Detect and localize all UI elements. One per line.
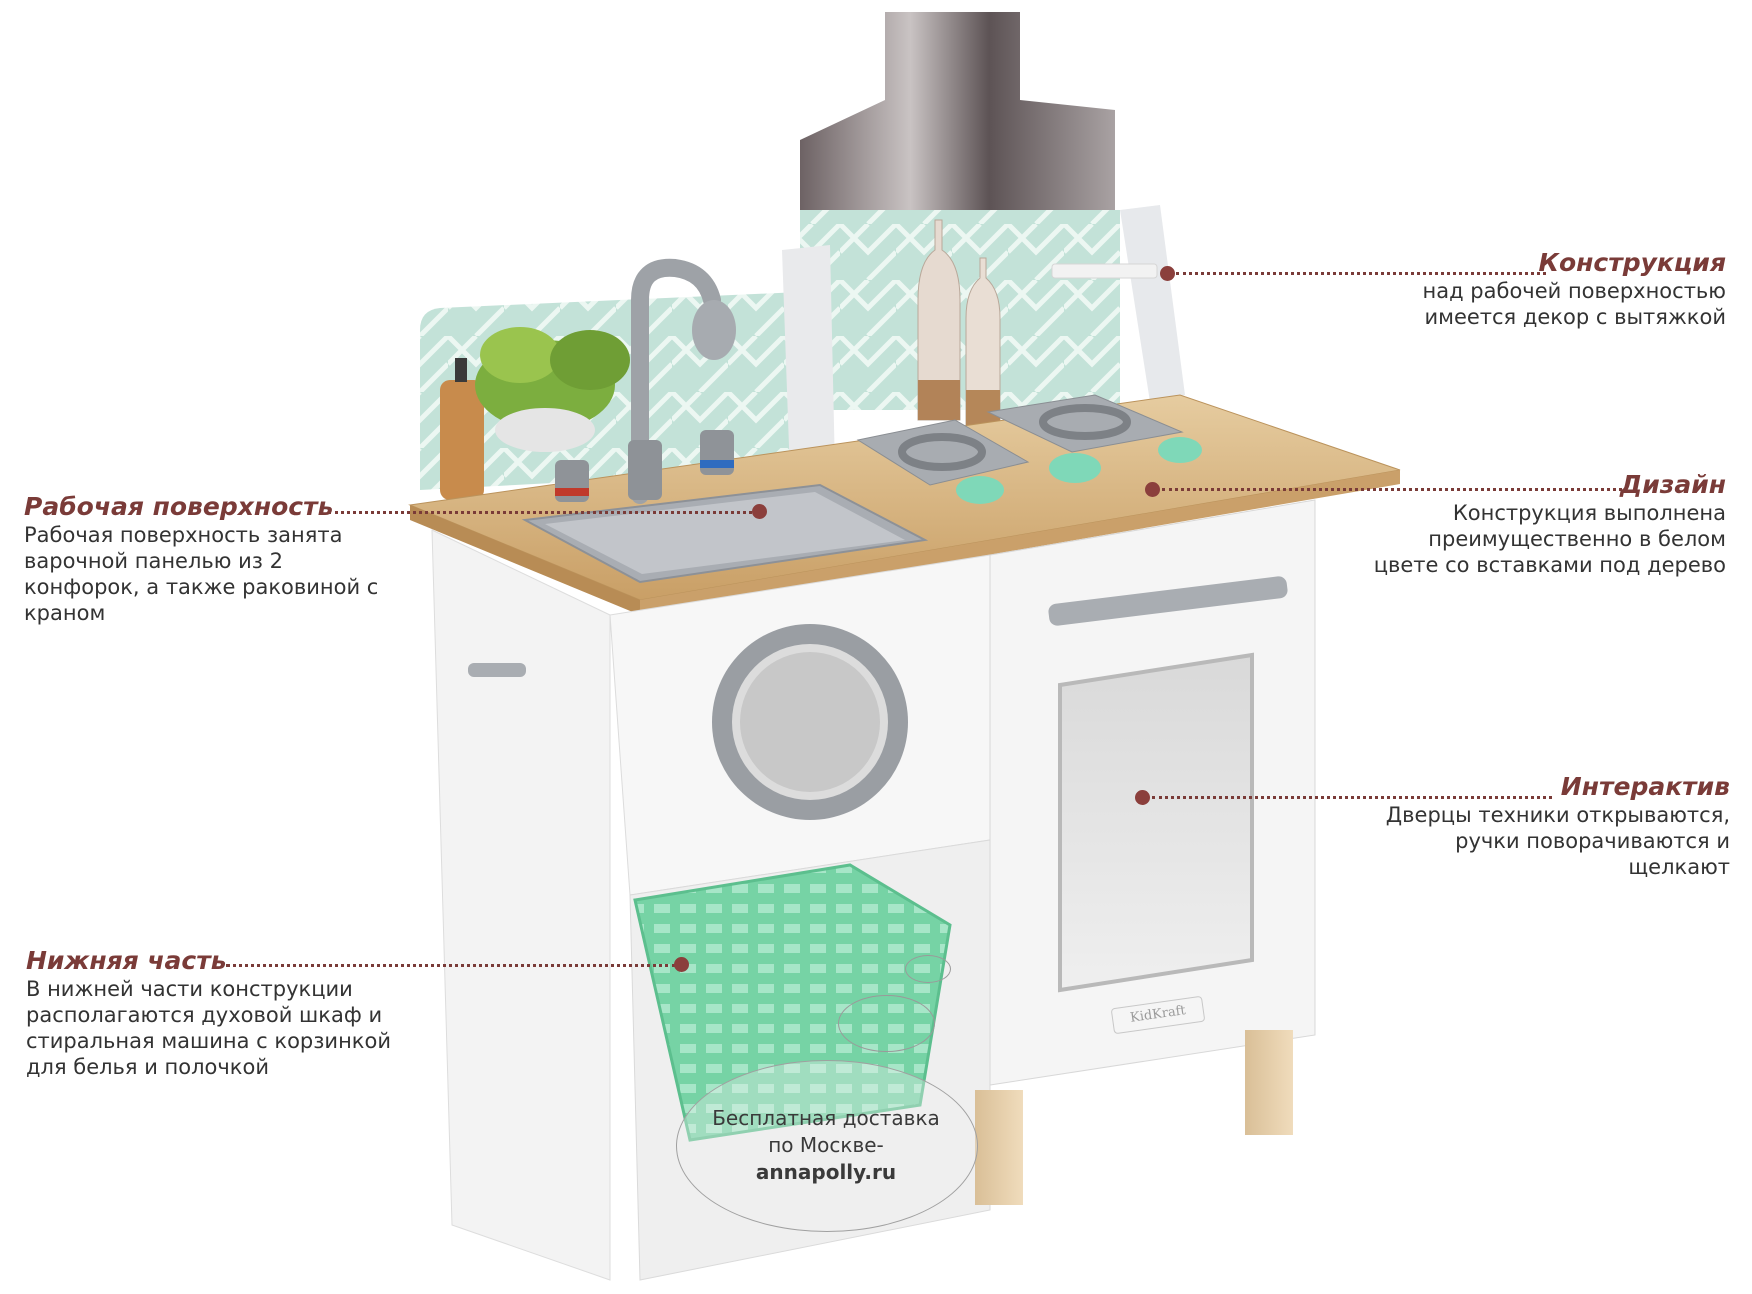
worktop-marker bbox=[752, 504, 767, 519]
knob-1 bbox=[956, 476, 1004, 504]
construction-marker bbox=[1160, 266, 1175, 281]
construction-leader bbox=[1176, 272, 1546, 275]
range-hood bbox=[800, 12, 1115, 210]
interactive-leader bbox=[1152, 796, 1552, 799]
interactive-callout: Интерактив Дверцы техники открываются, р… bbox=[1300, 772, 1730, 880]
lower-marker bbox=[674, 957, 689, 972]
knob-3 bbox=[1158, 437, 1202, 463]
lower-callout: Нижняя часть В нижней части конструкции … bbox=[26, 946, 446, 1080]
design-title: Дизайн bbox=[1620, 470, 1726, 499]
countertop-edge bbox=[410, 505, 640, 615]
design-callout: Дизайн Конструкция выполнена преимуществ… bbox=[1300, 470, 1726, 578]
leg-right bbox=[1245, 1030, 1293, 1135]
cold-tap bbox=[700, 430, 734, 475]
promo-line-2: по Москве- bbox=[768, 1133, 884, 1157]
promo-line-1: Бесплатная доставка bbox=[712, 1106, 940, 1130]
promo-bubble bbox=[676, 1060, 978, 1232]
construction-title: Конструкция bbox=[1538, 248, 1726, 277]
small-shelf bbox=[1051, 263, 1158, 279]
design-leader bbox=[1162, 488, 1622, 491]
knob-2 bbox=[1049, 453, 1101, 483]
vinegar-bottle bbox=[965, 257, 1001, 426]
oil-bottle bbox=[917, 219, 961, 421]
interactive-desc: Дверцы техники открываются, ручки повора… bbox=[1385, 803, 1730, 879]
side-shelf-board bbox=[1120, 205, 1185, 402]
divider-board bbox=[782, 245, 835, 475]
oven-window bbox=[1058, 652, 1254, 993]
worktop-desc: Рабочая поверхность занята варочной пане… bbox=[24, 523, 379, 625]
faucet bbox=[631, 258, 721, 504]
burner-right bbox=[986, 394, 1184, 453]
worktop-callout: Рабочая поверхность Рабочая поверхность … bbox=[24, 492, 424, 626]
cabinet-side bbox=[431, 529, 611, 1281]
plant-decor bbox=[475, 327, 630, 452]
promo-text: Бесплатная доставка по Москве- annapolly… bbox=[676, 1105, 976, 1186]
promo-site: annapolly.ru bbox=[755, 1160, 897, 1184]
design-desc: Конструкция выполнена преимущественно в … bbox=[1373, 501, 1726, 577]
interactive-marker bbox=[1135, 790, 1150, 805]
worktop-leader bbox=[328, 511, 752, 514]
oven-handle bbox=[1048, 576, 1288, 626]
worktop-title: Рабочая поверхность bbox=[24, 492, 334, 521]
bubble-small bbox=[905, 955, 951, 983]
lower-title: Нижняя часть bbox=[26, 946, 227, 975]
lower-leader bbox=[226, 964, 676, 967]
side-handle bbox=[468, 663, 526, 677]
construction-callout: Конструкция над рабочей поверхностью име… bbox=[1250, 248, 1727, 330]
burner-left bbox=[856, 419, 1030, 486]
bubble-medium bbox=[838, 995, 935, 1052]
leg-left bbox=[975, 1090, 1023, 1205]
design-marker bbox=[1145, 482, 1160, 497]
construction-desc: над рабочей поверхностью имеется декор с… bbox=[1422, 279, 1727, 329]
lower-desc: В нижней части конструкции располагаются… bbox=[26, 977, 391, 1079]
interactive-title: Интерактив bbox=[1560, 772, 1730, 801]
soap-bottle bbox=[440, 380, 484, 500]
